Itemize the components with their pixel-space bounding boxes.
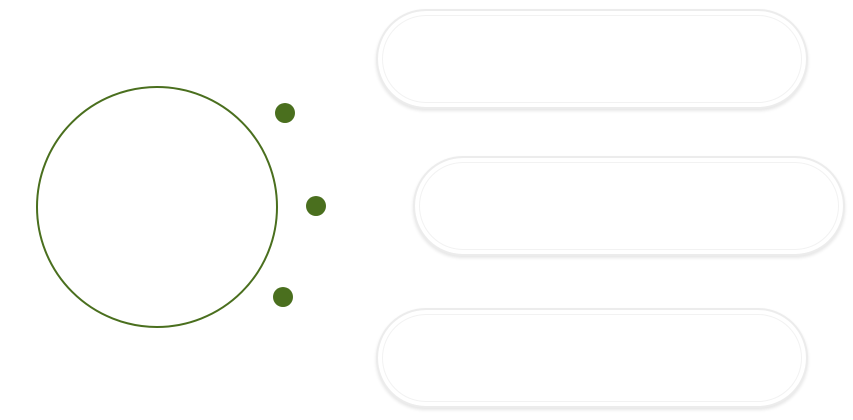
option-pill-2-label (415, 158, 843, 254)
option-pill-1[interactable] (376, 9, 808, 109)
option-pill-2[interactable] (413, 156, 845, 256)
option-pill-3[interactable] (376, 308, 808, 408)
connector-dot-bottom (273, 287, 293, 307)
option-pill-3-label (378, 310, 806, 406)
connector-dot-top (275, 103, 295, 123)
connector-dot-middle (306, 196, 326, 216)
option-pill-1-label (378, 11, 806, 107)
hub-circle (36, 86, 278, 328)
